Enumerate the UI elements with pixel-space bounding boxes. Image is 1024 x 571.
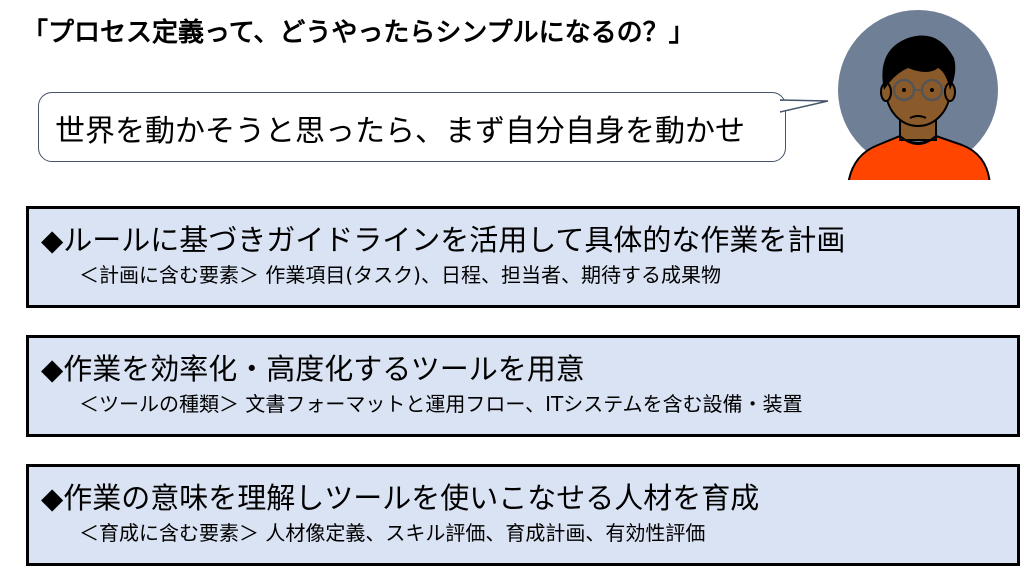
tool-box: ◆作業を効率化・高度化するツールを用意 ＜ツールの種類＞ 文書フォーマットと運用… <box>26 335 1020 437</box>
speech-bubble-tail-icon <box>780 99 829 113</box>
speech-bubble-text: 世界を動かそうと思ったら、まず自分自身を動かせ <box>55 114 745 149</box>
plan-detail: ＜計画に含む要素＞ 作業項目(タスク)、日程、担当者、期待する成果物 <box>79 263 721 287</box>
page-title: 「プロセス定義って、どうやったらシンプルになるの？」 <box>22 18 695 48</box>
training-heading: ◆作業の意味を理解しツールを使いこなせる人材を育成 <box>41 481 760 515</box>
training-box: ◆作業の意味を理解しツールを使いこなせる人材を育成 ＜育成に含む要素＞ 人材像定… <box>26 464 1020 566</box>
tool-detail: ＜ツールの種類＞ 文書フォーマットと運用フロー、ITシステムを含む設備・装置 <box>79 392 803 416</box>
plan-box: ◆ルールに基づきガイドラインを活用して具体的な作業を計画 ＜計画に含む要素＞ 作… <box>26 206 1020 308</box>
plan-heading: ◆ルールに基づきガイドラインを活用して具体的な作業を計画 <box>41 223 846 257</box>
speech-bubble: 世界を動かそうと思ったら、まず自分自身を動かせ <box>38 92 786 162</box>
person-avatar-icon <box>838 10 998 180</box>
tool-heading: ◆作業を効率化・高度化するツールを用意 <box>41 352 585 386</box>
training-detail: ＜育成に含む要素＞ 人材像定義、スキル評価、育成計画、有効性評価 <box>79 521 706 545</box>
